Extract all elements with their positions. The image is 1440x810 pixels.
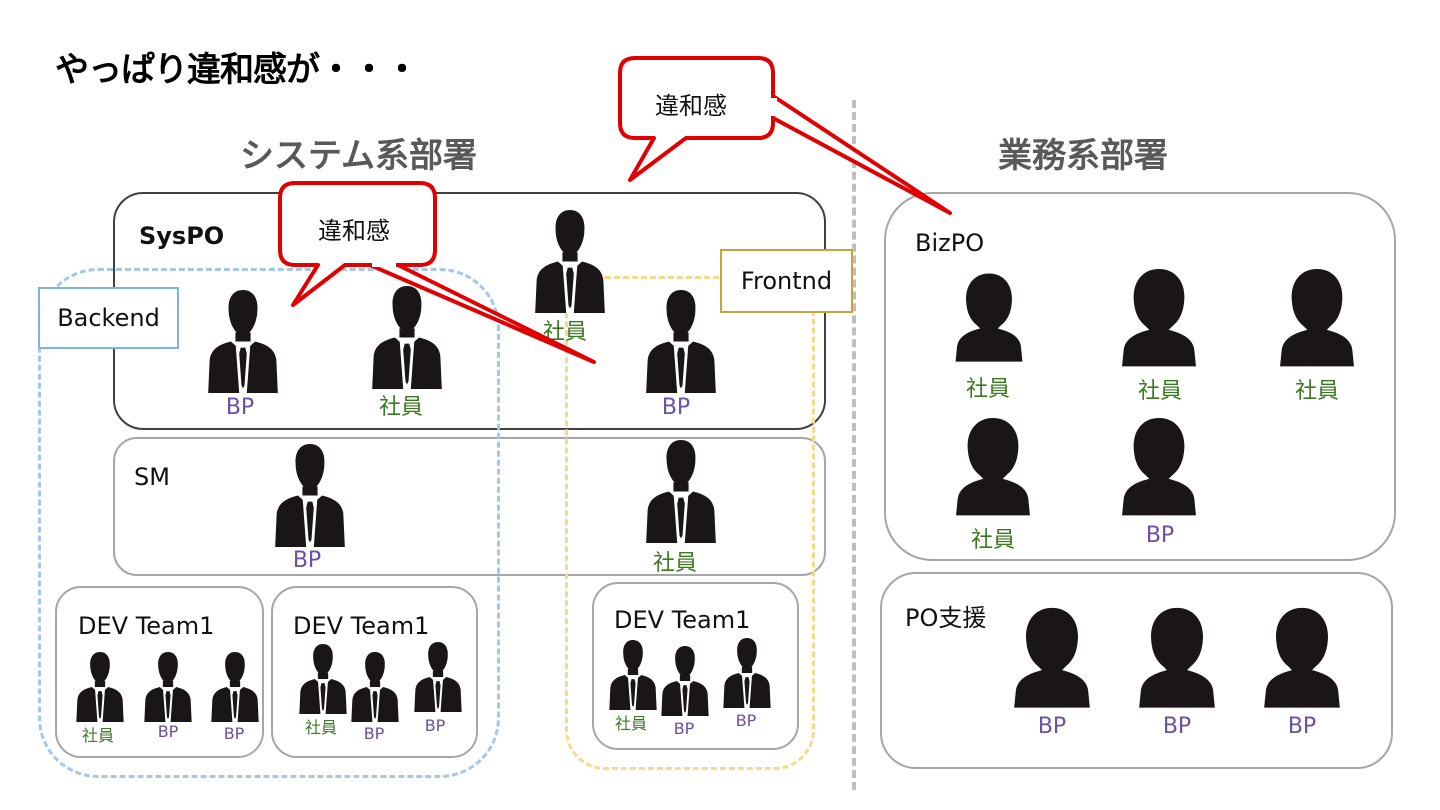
businessman-silhouette-icon	[412, 640, 464, 712]
bizpo-label: BizPO	[915, 229, 985, 257]
person-role-label: 社員	[614, 714, 648, 733]
person-role-label: 社員	[965, 377, 1011, 402]
page-title: やっぱり違和感が・・・	[55, 50, 419, 90]
person-role-label: BP	[1037, 714, 1067, 739]
person-role-label: BP	[1287, 714, 1317, 739]
sm-group	[113, 437, 826, 576]
dev-team-2-label: DEV Team1	[293, 612, 430, 640]
person-role-label: BP	[363, 724, 385, 743]
person-role-label: BP	[292, 548, 322, 573]
businessman-silhouette-icon	[532, 207, 608, 313]
person-role-label: BP	[673, 719, 695, 738]
system-department-heading: システム系部署	[240, 136, 477, 176]
po-support-label: PO支援	[905, 604, 987, 632]
person-role-label: 社員	[1294, 379, 1340, 404]
businessman-silhouette-icon	[74, 650, 126, 722]
woman-silhouette-icon	[1259, 604, 1345, 708]
person-role-label: 社員	[970, 528, 1016, 553]
woman-silhouette-icon	[1275, 264, 1359, 368]
backend-tag: Backend	[38, 287, 179, 349]
person-role-label: BP	[424, 716, 446, 735]
businessman-silhouette-icon	[349, 650, 401, 722]
businessman-silhouette-icon	[209, 650, 261, 722]
woman-silhouette-icon	[1134, 604, 1220, 708]
businessman-silhouette-icon	[297, 642, 349, 714]
bizpo-group	[884, 192, 1396, 561]
woman-silhouette-icon	[1009, 604, 1095, 708]
businessman-silhouette-icon	[272, 441, 348, 547]
dev-team-2-group	[271, 586, 478, 758]
person-role-label: BP	[661, 395, 691, 420]
woman-silhouette-icon	[1117, 264, 1201, 368]
frontend-tag: Frontnd	[720, 249, 853, 313]
dev-team-3-group	[592, 582, 799, 750]
frontend-region	[565, 276, 815, 770]
businessman-silhouette-icon	[369, 283, 445, 389]
person-role-label: 社員	[81, 726, 115, 745]
person-role-label: 社員	[1137, 379, 1183, 404]
businessman-silhouette-icon	[142, 650, 194, 722]
businessman-silhouette-icon	[607, 638, 659, 710]
dev-team-1-group	[55, 586, 264, 758]
businessman-silhouette-icon	[643, 287, 719, 393]
businessman-silhouette-icon	[643, 437, 719, 543]
top-callout-bubble	[618, 56, 952, 215]
woman-silhouette-icon	[1117, 413, 1201, 517]
person-role-label: BP	[225, 395, 255, 420]
person-role-label: 社員	[542, 320, 588, 345]
woman-silhouette-icon	[951, 264, 1027, 368]
left-callout-text: 違和感	[318, 217, 390, 245]
businessman-silhouette-icon	[205, 287, 281, 393]
person-role-label: BP	[157, 722, 179, 741]
person-role-label: BP	[735, 711, 757, 730]
business-department-heading: 業務系部署	[998, 136, 1168, 176]
person-role-label: 社員	[304, 718, 338, 737]
person-role-label: BP	[1162, 714, 1192, 739]
sm-label: SM	[134, 463, 170, 491]
person-role-label: BP	[223, 724, 245, 743]
businessman-silhouette-icon	[659, 644, 711, 716]
businessman-silhouette-icon	[721, 636, 773, 708]
top-callout-text: 違和感	[655, 92, 727, 120]
person-role-label: 社員	[378, 395, 424, 420]
person-role-label: BP	[1145, 523, 1175, 548]
department-divider	[852, 100, 856, 790]
po-support-group	[880, 572, 1393, 769]
woman-silhouette-icon	[951, 413, 1035, 517]
person-role-label: 社員	[652, 551, 698, 576]
dev-team-1-label: DEV Team1	[78, 612, 215, 640]
backend-region	[38, 268, 500, 778]
syspo-label: SysPO	[139, 222, 225, 250]
dev-team-3-label: DEV Team1	[614, 606, 751, 634]
